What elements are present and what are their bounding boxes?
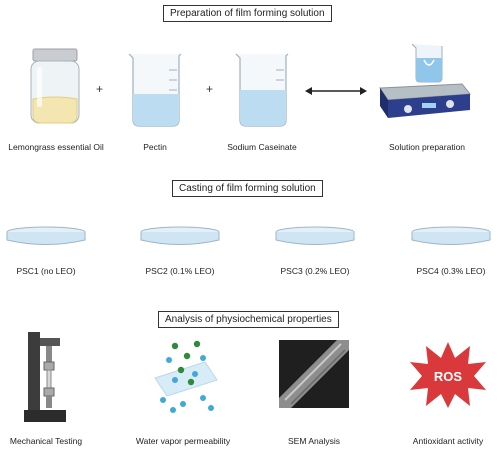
plus-sign-2: +: [206, 82, 214, 96]
casting-title: Casting of film forming solution: [172, 180, 323, 197]
label-water-vapor-permeability: Water vapor permeability: [135, 436, 231, 446]
label-lemongrass-oil: Lemongrass essential Oil: [8, 142, 104, 152]
preparation-title: Preparation of film forming solution: [163, 5, 332, 22]
label-solution-preparation: Solution preparation: [388, 142, 466, 152]
sem-micrograph-icon: [279, 340, 349, 408]
mechanical-testing-machine-icon: [24, 332, 66, 422]
magnetic-stirrer-icon: [379, 43, 471, 118]
label-psc4: PSC4 (0.3% LEO): [416, 266, 486, 276]
analysis-title: Analysis of physiochemical properties: [158, 311, 339, 328]
label-psc3: PSC3 (0.2% LEO): [280, 266, 350, 276]
plus-sign-1: +: [96, 82, 104, 96]
label-sem-analysis: SEM Analysis: [288, 436, 340, 446]
label-antioxidant-activity: Antioxidant activity: [412, 436, 484, 446]
petri-dish-psc4-icon: [411, 226, 491, 245]
petri-dish-psc2-icon: [140, 226, 220, 245]
double-arrow-icon: [305, 87, 367, 95]
petri-dish-psc1-icon: [6, 226, 86, 245]
label-psc2: PSC2 (0.1% LEO): [145, 266, 215, 276]
lemongrass-oil-jar-icon: [30, 48, 80, 124]
label-mechanical-testing: Mechanical Testing: [9, 436, 83, 446]
label-pectin: Pectin: [143, 142, 167, 152]
sodium-caseinate-beaker-icon: [235, 53, 289, 127]
ros-burst-icon: ROS: [410, 342, 486, 408]
ros-text: ROS: [434, 369, 463, 384]
petri-dish-psc3-icon: [275, 226, 355, 245]
water-vapor-permeability-icon: [154, 340, 218, 413]
pectin-beaker-icon: [128, 53, 182, 127]
label-psc1: PSC1 (no LEO): [16, 266, 76, 276]
label-sodium-caseinate: Sodium Caseinate: [227, 142, 297, 152]
